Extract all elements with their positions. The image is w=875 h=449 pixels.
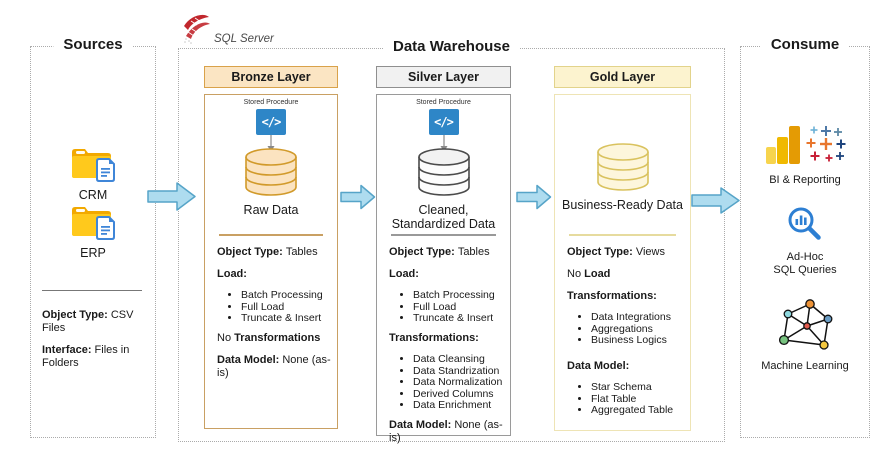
database-cylinder-icon [596, 143, 649, 191]
silver-detail: Object Type:Tables Load: Batch Processin… [389, 243, 507, 449]
sources-divider [42, 290, 142, 291]
load-line: Load: [389, 268, 419, 280]
load-list: Batch Processing Full Load Truncate & In… [389, 290, 507, 324]
arrow-silver-to-gold [516, 184, 552, 210]
list-item: Full Load [413, 301, 507, 313]
object-type-line: Object Type:Tables [389, 246, 490, 258]
sql-server-icon [183, 13, 210, 49]
data-model-line: Data Model:None (as-is) [389, 419, 503, 444]
consume-title: Consume [760, 36, 850, 53]
object-type-line: Object Type:Tables [217, 246, 318, 258]
stored-procedure-icon: </> [256, 109, 286, 135]
bronze-layer-body: Stored Procedure </> Raw Data Object Typ… [204, 94, 338, 429]
data-model-list: Star Schema Flat Table Aggregated Table [567, 382, 687, 416]
database-cylinder-icon [245, 148, 297, 196]
data-warehouse-title: Data Warehouse [383, 38, 520, 55]
tableau-icon [804, 124, 846, 171]
object-type-line: Object Type:Views [567, 246, 665, 258]
folder-file-icon [69, 143, 117, 188]
silver-divider [391, 234, 496, 236]
load-line: Load: [217, 268, 247, 280]
consume-machine-learning: Machine Learning [741, 298, 869, 373]
arrow-gold-to-consume [691, 187, 740, 214]
list-item: Aggregated Table [591, 405, 687, 416]
list-item: Aggregations [591, 323, 687, 335]
list-item: Data Enrichment [413, 400, 507, 411]
list-item: Flat Table [591, 393, 687, 405]
list-item: Full Load [241, 301, 334, 313]
transformations-line: Transformations: [567, 290, 657, 302]
network-graph-icon [776, 298, 834, 357]
consume-item-label-line1: Ad-Hoc [786, 251, 824, 263]
silver-db-label: Cleaned, Standardized Data [391, 203, 496, 231]
source-erp: ERP [31, 201, 155, 260]
silver-layer-body: Stored Procedure </> Cleaned, Standardiz… [376, 94, 511, 444]
list-item: Derived Columns [413, 388, 507, 400]
power-bi-icon [765, 124, 801, 171]
source-crm: CRM [31, 143, 155, 202]
list-item: Data Normalization [413, 377, 507, 388]
list-item: Data Integrations [591, 312, 687, 323]
transformations-list: Data Cleansing Data Standrization Data N… [389, 354, 507, 411]
data-model-line: Data Model:None (as-is) [217, 354, 331, 379]
load-list: Batch Processing Full Load Truncate & In… [217, 290, 334, 324]
list-item: Data Cleansing [413, 354, 507, 365]
magnifier-chart-icon [786, 205, 824, 248]
stored-procedure-label: Stored Procedure [416, 99, 471, 106]
arrow-bronze-to-silver [340, 184, 376, 210]
sources-title: Sources [53, 36, 133, 53]
stored-procedure-icon: </> [428, 109, 459, 135]
data-model-line: Data Model: [567, 360, 630, 372]
consume-item-label: Machine Learning [761, 360, 849, 372]
bi-icons [765, 124, 846, 171]
sources-section: Sources CRM [30, 36, 156, 438]
folder-file-icon [69, 201, 117, 246]
list-item: Truncate & Insert [413, 313, 507, 324]
source-label: CRM [78, 188, 108, 202]
consume-item-label-line2: SQL Queries [773, 263, 837, 276]
gold-detail: Object Type:Views No Load Transformation… [567, 243, 687, 424]
database-cylinder-icon [417, 148, 470, 196]
data-warehouse-section: Data Warehouse Bronze Layer Stored Proce… [178, 38, 725, 444]
list-item: Star Schema [591, 382, 687, 393]
list-item: Data Standrization [413, 365, 507, 377]
gold-layer-header: Gold Layer [554, 66, 691, 88]
list-item: Batch Processing [413, 290, 507, 301]
interface-fact: Interface:Files in Folders [42, 344, 130, 369]
stored-procedure-label: Stored Procedure [243, 99, 299, 106]
bronze-detail: Object Type:Tables Load: Batch Processin… [217, 243, 334, 389]
transformations-line: No Transformations [217, 332, 321, 344]
transformations-list: Data Integrations Aggregations Business … [567, 312, 687, 346]
bronze-divider [219, 234, 323, 236]
sources-facts: Object Type:CSV Files Interface:Files in… [42, 309, 151, 379]
gold-divider [569, 234, 676, 236]
list-item: Batch Processing [241, 290, 334, 301]
source-label: ERP [80, 246, 106, 260]
gold-layer-body: Business-Ready Data Object Type:Views No… [554, 94, 691, 431]
arrow-sources-to-bronze [147, 182, 196, 211]
transformations-line: Transformations: [389, 332, 479, 344]
consume-item-label: BI & Reporting [769, 174, 841, 186]
consume-section: Consume [740, 36, 870, 438]
spacer [555, 95, 690, 142]
object-type-fact: Object Type:CSV Files [42, 309, 134, 334]
bronze-layer-header: Bronze Layer [204, 66, 338, 88]
sql-server-label: SQL Server [214, 33, 274, 45]
sql-server-logo: SQL Server [183, 13, 274, 49]
silver-layer-header: Silver Layer [376, 66, 511, 88]
gold-db-label: Business-Ready Data [562, 198, 683, 212]
bronze-db-label: Raw Data [243, 203, 299, 217]
list-item: Truncate & Insert [241, 313, 334, 324]
list-item: Business Logics [591, 335, 687, 346]
load-line: No Load [567, 268, 611, 280]
consume-adhoc-sql: Ad-Hoc SQL Queries [741, 205, 869, 276]
consume-bi-reporting: BI & Reporting [741, 124, 869, 187]
